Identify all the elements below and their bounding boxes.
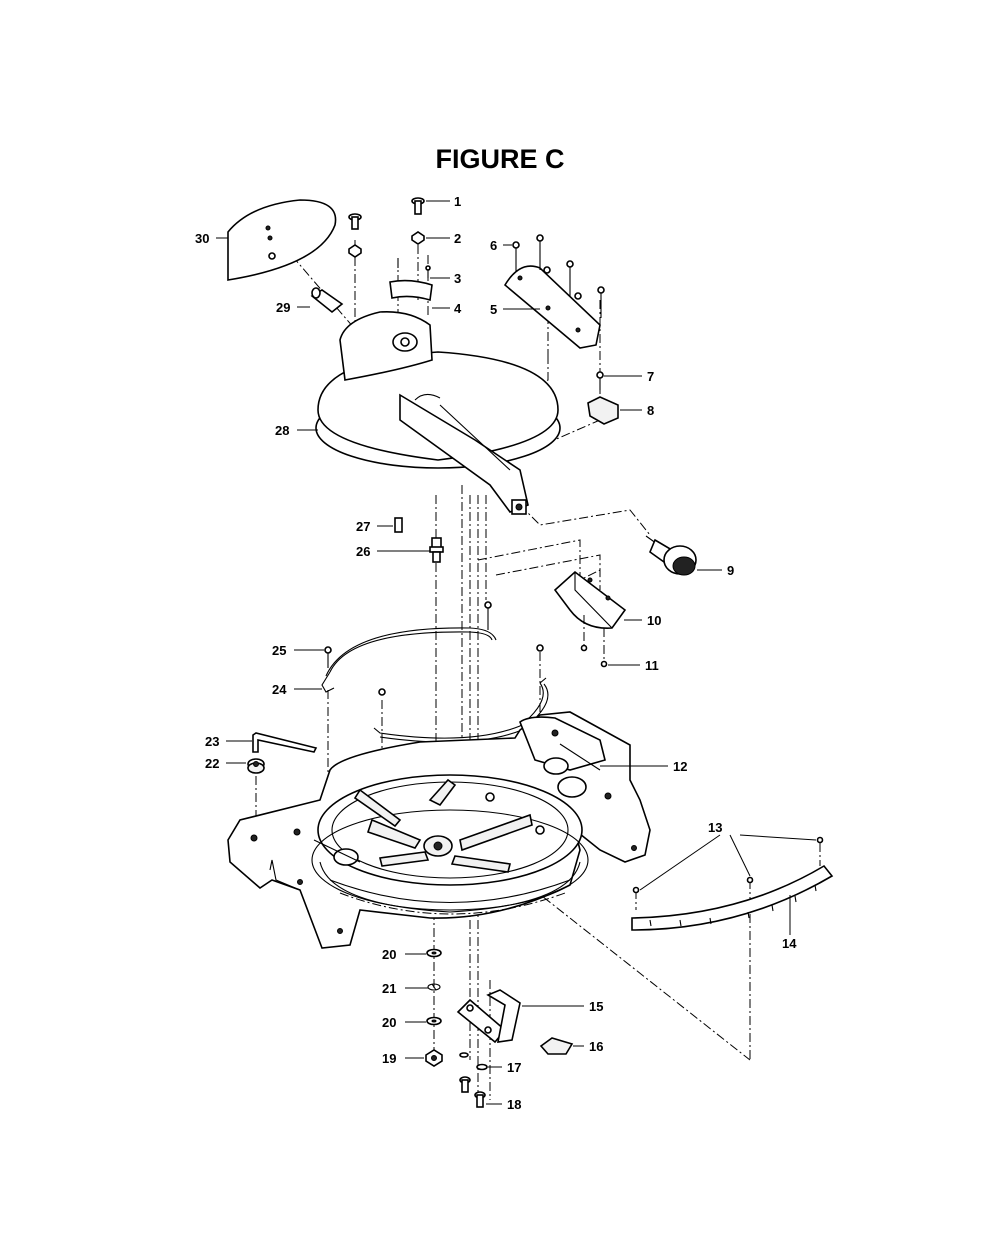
part-3-screw bbox=[397, 258, 431, 278]
part-26-pivot-stud bbox=[429, 537, 444, 563]
callout-23: 23 bbox=[205, 734, 219, 749]
callout-27: 27 bbox=[356, 519, 370, 534]
part-2-nut bbox=[348, 231, 425, 258]
part-28-table-top bbox=[315, 310, 561, 515]
part-9-lock-knob bbox=[645, 535, 697, 576]
part-1-bolt bbox=[348, 197, 425, 230]
callout-28: 28 bbox=[275, 423, 289, 438]
part-4-scale-plate bbox=[389, 279, 433, 302]
part-17-washer bbox=[459, 1052, 488, 1071]
part-19-nut bbox=[425, 1049, 443, 1067]
part-27-dowel bbox=[394, 517, 403, 533]
part-22-nut bbox=[247, 758, 265, 774]
callout-6: 6 bbox=[490, 238, 497, 253]
part-23-hex-key bbox=[252, 732, 318, 753]
part-29-pin bbox=[310, 287, 344, 314]
callout-13: 13 bbox=[708, 820, 722, 835]
part-11-screws bbox=[580, 615, 608, 668]
leader-lines bbox=[216, 200, 817, 1105]
callout-25: 25 bbox=[272, 643, 286, 658]
callout-10: 10 bbox=[647, 613, 661, 628]
callout-20-upper: 20 bbox=[382, 947, 396, 962]
part-18-screw bbox=[459, 1076, 486, 1108]
callout-1: 1 bbox=[454, 194, 461, 209]
part-25-screws bbox=[324, 601, 544, 696]
part-10-insert-plate bbox=[553, 570, 627, 629]
callout-5: 5 bbox=[490, 302, 497, 317]
callout-17: 17 bbox=[507, 1060, 521, 1075]
part-16-pad bbox=[539, 1037, 574, 1055]
part-8-clamp-block bbox=[587, 396, 619, 425]
callout-19: 19 bbox=[382, 1051, 396, 1066]
part-7-screw bbox=[596, 371, 604, 390]
part-13-screws bbox=[632, 836, 824, 894]
part-6-screws bbox=[512, 234, 605, 318]
callout-20-lower: 20 bbox=[382, 1015, 396, 1030]
callout-30: 30 bbox=[195, 231, 209, 246]
callout-labels: 1 2 3 4 5 6 7 8 9 10 11 12 13 14 15 16 1… bbox=[195, 194, 797, 1112]
figure-title: FIGURE C bbox=[435, 144, 565, 174]
callout-8: 8 bbox=[647, 403, 654, 418]
callout-15: 15 bbox=[589, 999, 603, 1014]
part-14-miter-scale bbox=[631, 864, 834, 931]
callout-18: 18 bbox=[507, 1097, 521, 1112]
callout-11: 11 bbox=[645, 658, 659, 673]
part-12-base bbox=[227, 711, 651, 949]
callout-24: 24 bbox=[272, 682, 287, 697]
callout-21: 21 bbox=[382, 981, 396, 996]
part-24-ring bbox=[321, 627, 549, 743]
callout-14: 14 bbox=[782, 936, 797, 951]
callout-7: 7 bbox=[647, 369, 654, 384]
part-30-guard-plate bbox=[227, 199, 337, 281]
part-5-fence-plate bbox=[503, 265, 601, 349]
callout-29: 29 bbox=[276, 300, 290, 315]
callout-4: 4 bbox=[454, 301, 462, 316]
callout-12: 12 bbox=[673, 759, 687, 774]
part-21-spring-washer bbox=[427, 983, 441, 991]
part-20-washer bbox=[426, 948, 442, 1026]
alignment-lines bbox=[255, 229, 751, 1100]
callout-16: 16 bbox=[589, 1039, 603, 1054]
callout-26: 26 bbox=[356, 544, 370, 559]
part-15-bracket bbox=[456, 989, 521, 1044]
callout-22: 22 bbox=[205, 756, 219, 771]
callout-2: 2 bbox=[454, 231, 461, 246]
callout-9: 9 bbox=[727, 563, 734, 578]
callout-3: 3 bbox=[454, 271, 461, 286]
